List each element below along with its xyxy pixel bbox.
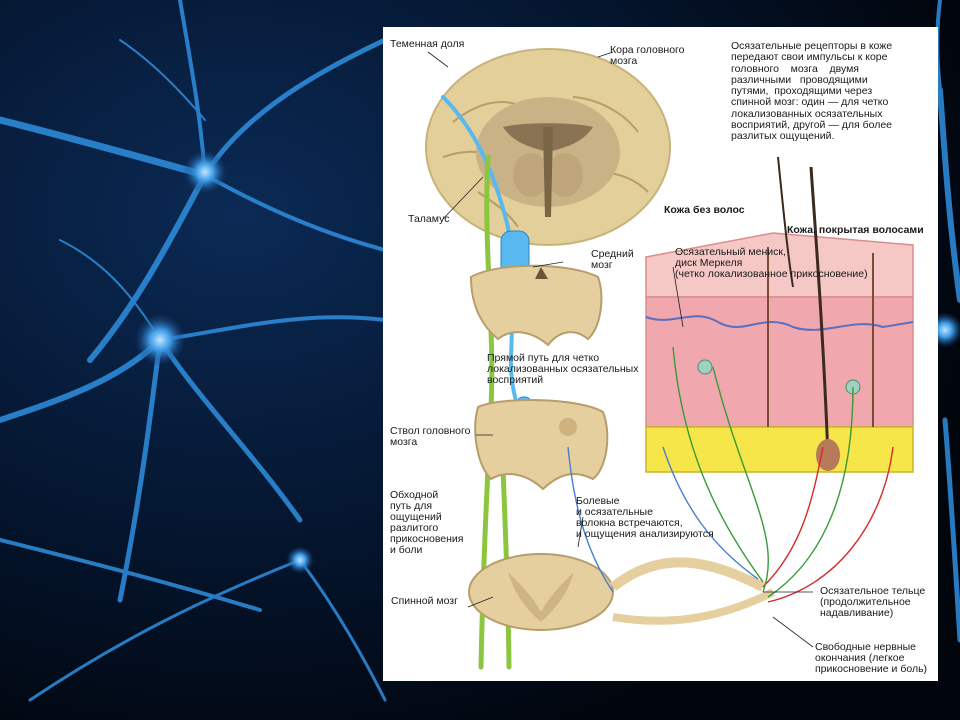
- illustration-panel: Осязательные рецепторы в коже передают с…: [383, 27, 938, 681]
- label-cortex: Кора головного мозга: [610, 44, 685, 67]
- label-brainstem: Ствол головного мозга: [390, 425, 471, 448]
- brain-section: [425, 48, 671, 246]
- label-merkel: Осязательный мениск, диск Меркеля (четко…: [675, 246, 868, 280]
- label-thalamus: Таламус: [408, 213, 450, 225]
- label-direct-path: Прямой путь для четко локализованных ося…: [487, 352, 639, 386]
- label-bypass-path: Обходной путь для ощущений разлитого при…: [390, 489, 464, 556]
- intro-text: Осязательные рецепторы в коже передают с…: [731, 40, 893, 143]
- spinal-cord-section: [468, 553, 775, 631]
- brainstem-section: [474, 399, 609, 491]
- label-free-endings: Свободные нервные окончания (легкое прик…: [815, 641, 928, 675]
- midbrain-section: [469, 264, 603, 347]
- label-hairy-skin: Кожа, покрытая волосами: [787, 224, 924, 236]
- somatosensory-pathway-illustration: [425, 48, 914, 670]
- label-hairless-skin: Кожа без волос: [664, 204, 745, 216]
- label-fibers-meet: Болевые и осязательные волокна встречают…: [576, 495, 714, 540]
- skin-block: [645, 156, 914, 473]
- label-parietal-lobe: Теменная доля: [390, 38, 465, 50]
- leader-lines: [427, 51, 814, 648]
- label-spinal-cord: Спинной мозг: [391, 595, 458, 607]
- label-tactile-corpuscle: Осязательное тельце (продолжительное над…: [820, 585, 926, 619]
- label-midbrain: Средний мозг: [591, 248, 634, 271]
- nerve-fibers: [567, 346, 894, 603]
